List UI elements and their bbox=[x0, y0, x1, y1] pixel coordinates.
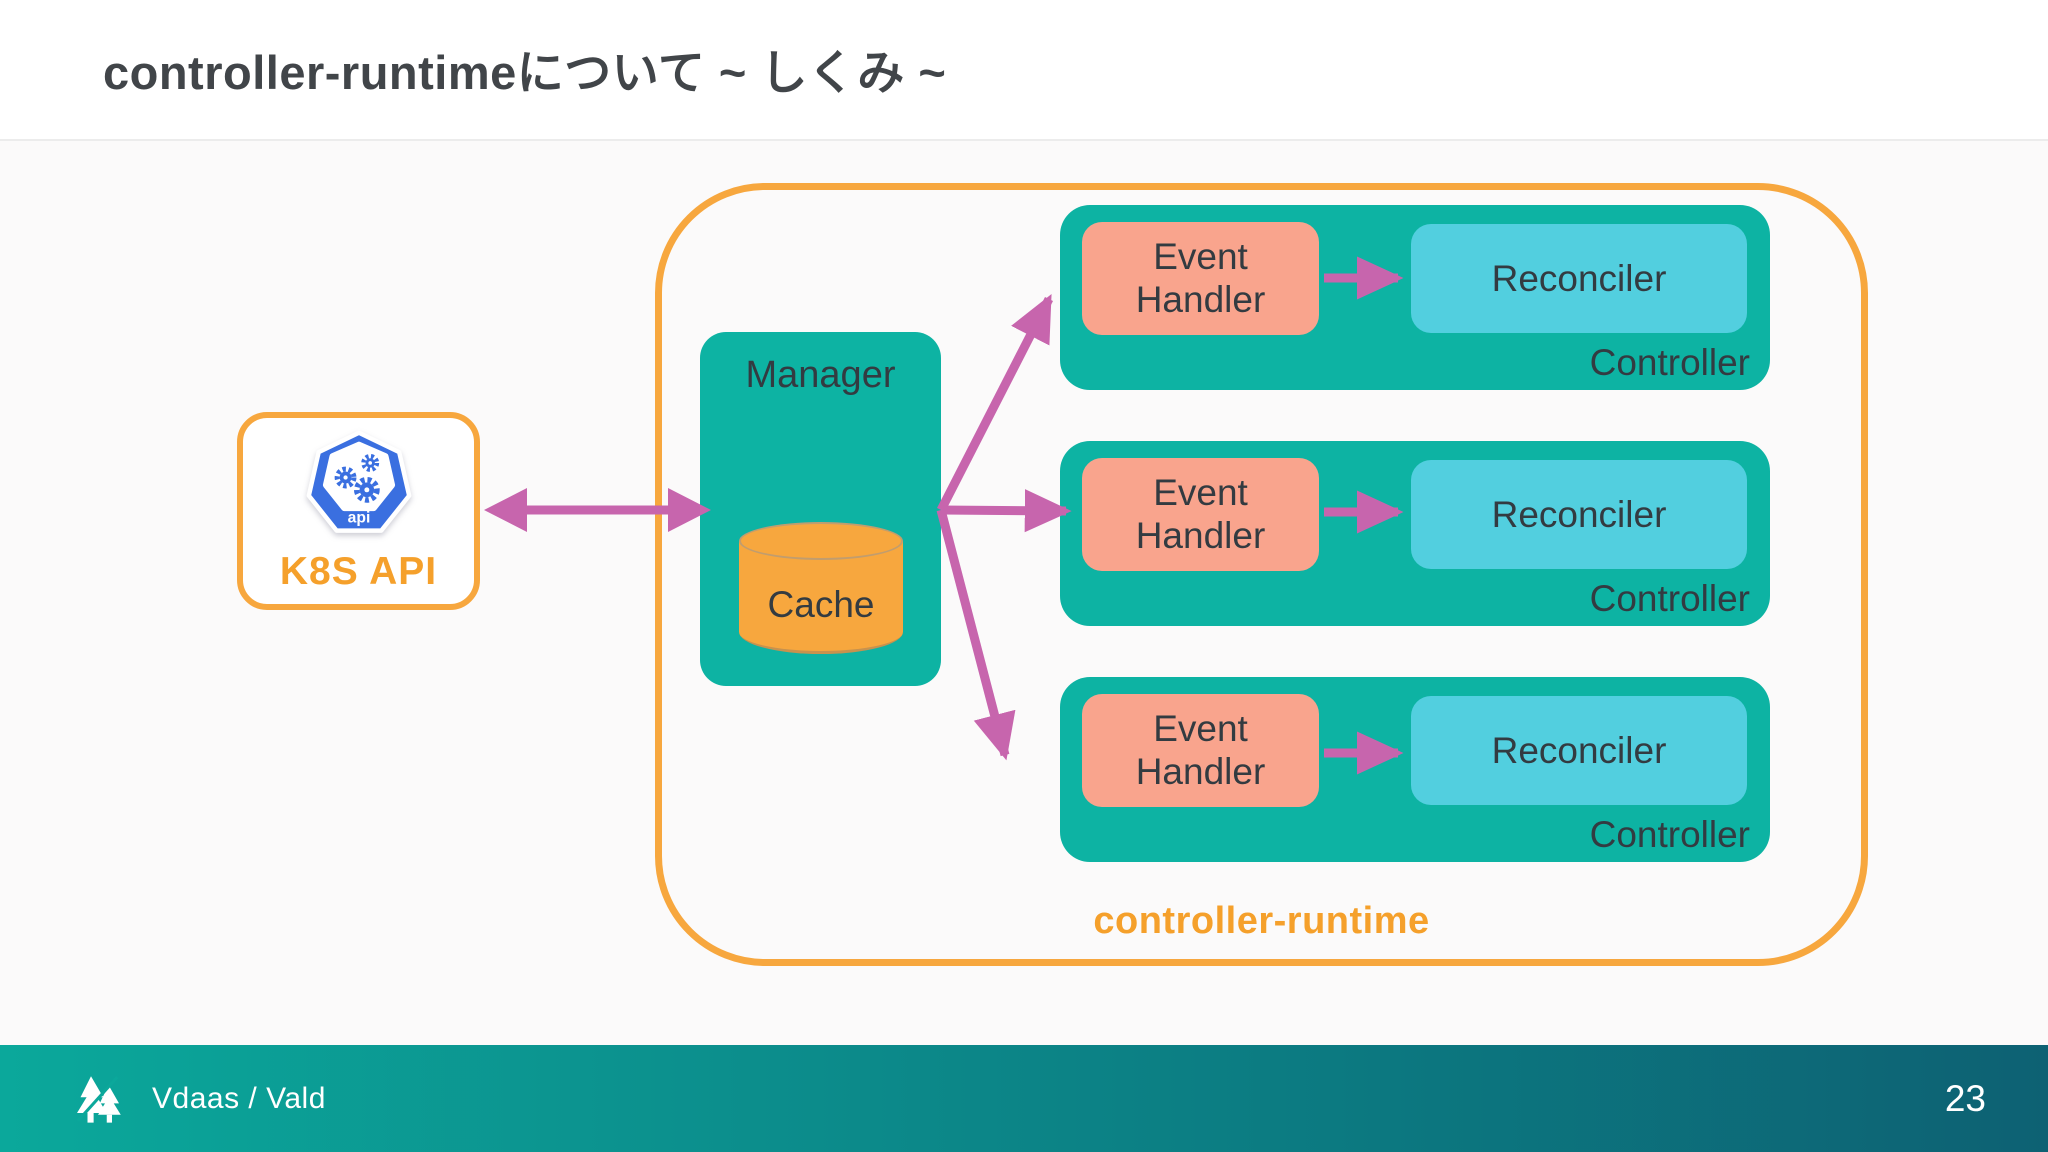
vald-logo-icon bbox=[76, 1075, 121, 1123]
reconciler-box: Reconciler bbox=[1411, 696, 1747, 805]
footer-brand: Vdaas / Vald bbox=[152, 1081, 326, 1115]
cache-cylinder: Cache bbox=[739, 522, 903, 657]
event-handler-box: Event Handler bbox=[1082, 694, 1319, 807]
page-title: controller-runtimeについて ~ しくみ ~ bbox=[103, 46, 947, 99]
cache-label: Cache bbox=[767, 584, 875, 625]
controller-box-2: Event Handler Reconciler Controller bbox=[1060, 441, 1770, 626]
k8s-api-label: K8S API bbox=[279, 550, 438, 593]
reconciler-box: Reconciler bbox=[1411, 460, 1747, 569]
k8s-api-box: api K8S API bbox=[237, 412, 480, 610]
kubernetes-api-icon: api bbox=[306, 430, 411, 533]
controller-label: Controller bbox=[1589, 342, 1750, 383]
controller-runtime-container: controller-runtime bbox=[655, 183, 1868, 966]
slide-footer: Vdaas / Vald 23 bbox=[0, 1045, 2048, 1152]
manager-label: Manager bbox=[745, 354, 896, 396]
controller-label: Controller bbox=[1589, 814, 1750, 855]
controller-box-1: Event Handler Reconciler Controller bbox=[1060, 205, 1770, 390]
page-number: 23 bbox=[1944, 1077, 1986, 1119]
slide-header: controller-runtimeについて ~ しくみ ~ bbox=[0, 0, 2048, 141]
manager-box: Manager Cache bbox=[700, 332, 941, 686]
cache-cylinder-top bbox=[739, 522, 903, 560]
controller-box-3: Event Handler Reconciler Controller bbox=[1060, 677, 1770, 862]
event-handler-box: Event Handler bbox=[1082, 222, 1319, 335]
reconciler-box: Reconciler bbox=[1411, 224, 1747, 333]
controller-label: Controller bbox=[1589, 578, 1750, 619]
controller-runtime-label: controller-runtime bbox=[1093, 900, 1430, 942]
event-handler-box: Event Handler bbox=[1082, 458, 1319, 571]
api-icon-text: api bbox=[347, 509, 370, 526]
